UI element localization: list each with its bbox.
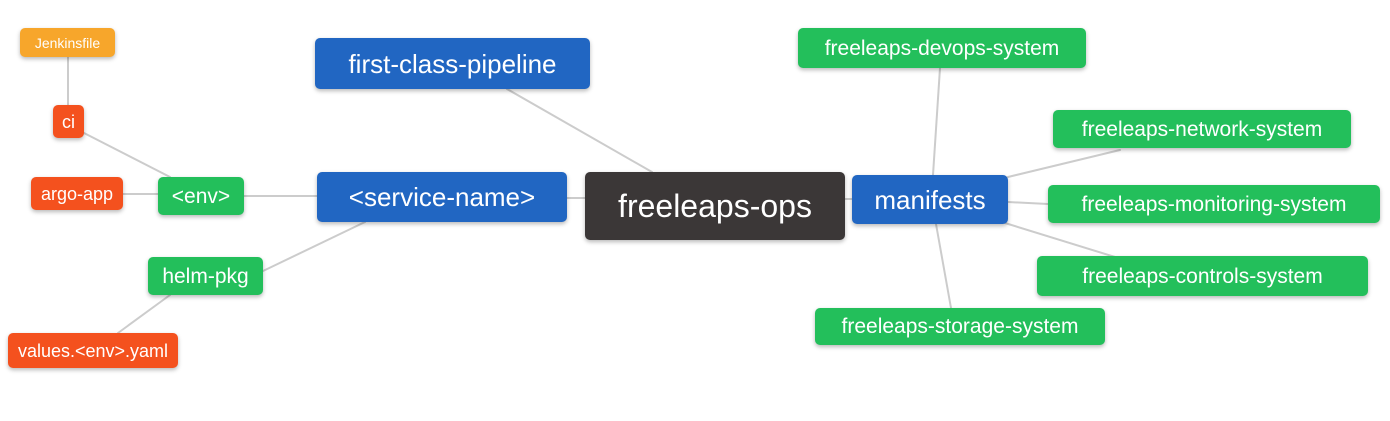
- node-jenkinsfile[interactable]: Jenkinsfile: [20, 28, 115, 57]
- edge-manifests-freeleaps-storage-system: [935, 223, 952, 309]
- node-argo-app[interactable]: argo-app: [31, 177, 123, 210]
- node-helm-pkg[interactable]: helm-pkg: [148, 257, 263, 295]
- node-freeleaps-controls-system[interactable]: freeleaps-controls-system: [1037, 256, 1368, 296]
- node-first-class-pipeline[interactable]: first-class-pipeline: [315, 38, 590, 89]
- node-service-name[interactable]: <service-name>: [317, 172, 567, 222]
- edge-manifests-freeleaps-network-system: [1007, 149, 1121, 178]
- node-freeleaps-ops[interactable]: freeleaps-ops: [585, 172, 845, 240]
- node-ci[interactable]: ci: [53, 105, 84, 138]
- node-freeleaps-network-system[interactable]: freeleaps-network-system: [1053, 110, 1351, 148]
- node-freeleaps-monitoring-system[interactable]: freeleaps-monitoring-system: [1048, 185, 1380, 223]
- edge-helm-pkg-values-env-yaml: [117, 294, 171, 334]
- edge-manifests-freeleaps-monitoring-system: [1007, 201, 1049, 205]
- node-freeleaps-devops-system[interactable]: freeleaps-devops-system: [798, 28, 1086, 68]
- node-env[interactable]: <env>: [158, 177, 244, 215]
- node-freeleaps-storage-system[interactable]: freeleaps-storage-system: [815, 308, 1105, 345]
- edge-manifests-freeleaps-devops-system: [932, 67, 941, 176]
- edge-first-class-pipeline-freeleaps-ops: [506, 88, 653, 173]
- edge-helm-pkg-service-name: [262, 221, 366, 272]
- edge-manifests-freeleaps-controls-system: [1004, 222, 1116, 258]
- edge-ci-env: [83, 132, 171, 178]
- node-manifests[interactable]: manifests: [852, 175, 1008, 224]
- node-values-env-yaml[interactable]: values.<env>.yaml: [8, 333, 178, 368]
